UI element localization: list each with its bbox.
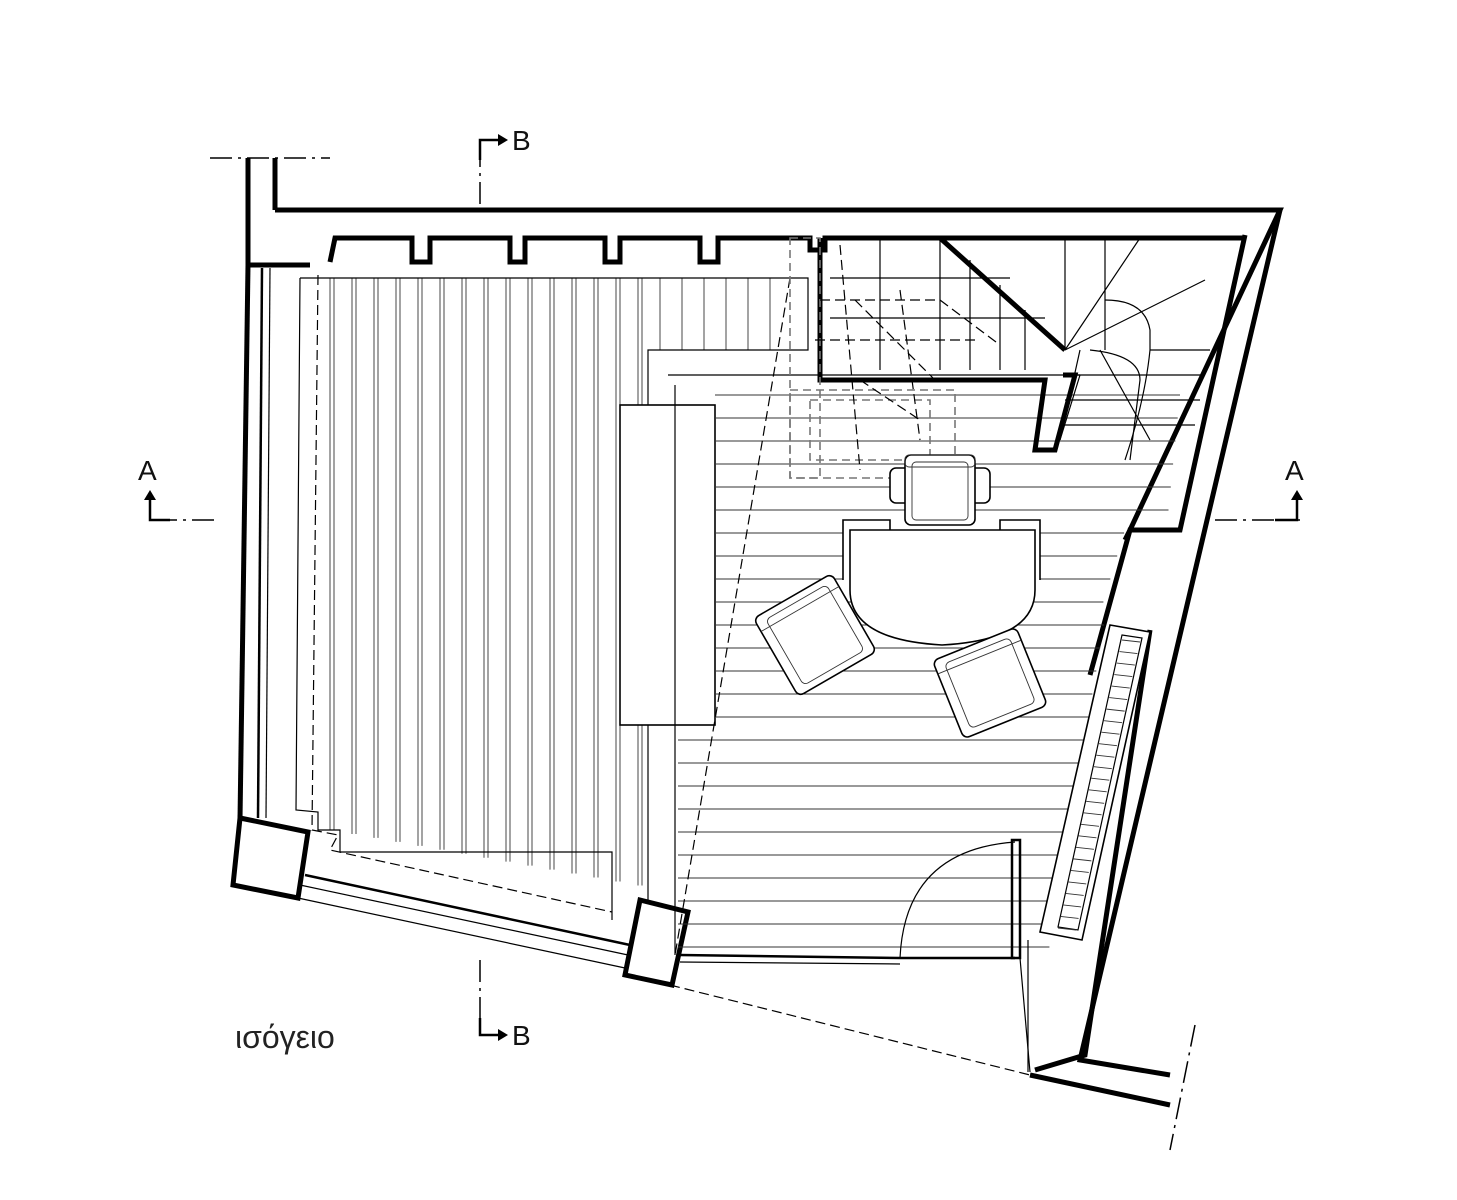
armchair-right (933, 628, 1047, 738)
hatch-line (1060, 916, 1079, 919)
desk-chair (889, 454, 991, 526)
hatch-line (1121, 639, 1141, 643)
hatch-line (1114, 674, 1133, 678)
hatch-line (1070, 869, 1089, 873)
hatch-line (1083, 812, 1102, 816)
hatch-line (1101, 731, 1120, 735)
section-a-right-label: A (1285, 455, 1304, 486)
hatch-line (1073, 858, 1092, 862)
section-a-left-label: A (138, 455, 157, 486)
hatch-line (1068, 881, 1087, 885)
top-window-recesses (327, 235, 1245, 265)
section-a-left-marker: A (138, 455, 170, 522)
section-b-top-label: B (512, 125, 531, 156)
plan-title: ισόγειο (235, 1019, 335, 1055)
hatch-line (1080, 823, 1100, 827)
section-a-right-marker: A (1275, 455, 1304, 522)
section-b-bottom-marker: B (478, 1018, 531, 1051)
hatch-line (1065, 892, 1084, 896)
armchair-left (754, 574, 876, 696)
hatch-line (1119, 651, 1138, 654)
left-floor-outline (295, 274, 809, 920)
outer-walls (237, 158, 1284, 1108)
hatch-line (1111, 685, 1130, 689)
section-lines (155, 145, 1300, 1151)
hatch-line (1091, 777, 1110, 781)
hatch-line (1075, 846, 1094, 850)
hatch-line (1096, 754, 1115, 758)
wall-radiator (1039, 624, 1151, 941)
hatch-line (1098, 743, 1118, 747)
hatch-line (1093, 766, 1112, 770)
hatch-line (1063, 904, 1082, 908)
hatch-line (1106, 708, 1125, 712)
long-counter (619, 404, 716, 726)
hatch-line (1057, 927, 1077, 931)
hatch-line (1078, 835, 1097, 839)
hatch-line (1088, 789, 1107, 793)
left-floor-planks (329, 278, 771, 886)
right-floor-edges (668, 277, 1081, 956)
hatch-line (1104, 720, 1123, 724)
section-b-bottom-label: B (512, 1020, 531, 1051)
hatch-line (1086, 800, 1105, 804)
hatch-line (1109, 697, 1128, 701)
curved-desk (842, 519, 1041, 646)
hatch-line (1116, 662, 1135, 666)
staircase (789, 236, 1210, 479)
entrance-door (899, 838, 1031, 1073)
section-b-top-marker: B (478, 125, 531, 160)
bottom-wall (297, 873, 1031, 1076)
